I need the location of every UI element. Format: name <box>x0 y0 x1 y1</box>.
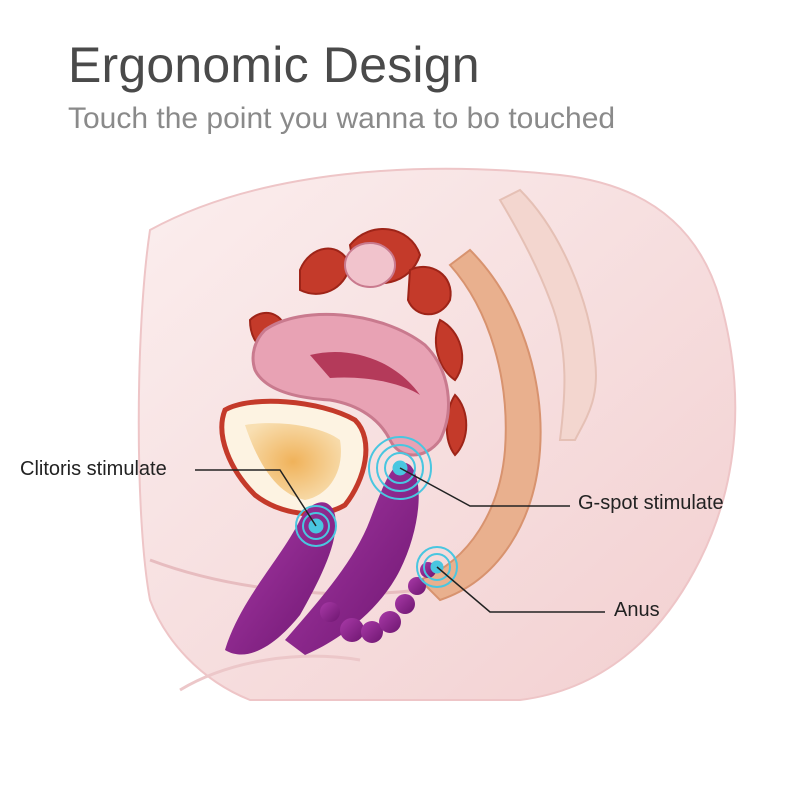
gspot-leader-line <box>399 467 570 507</box>
rectum-shape <box>418 248 542 602</box>
anus-callout-label: Anus <box>614 599 660 621</box>
clitoris-leader-line <box>195 469 317 527</box>
page-subtitle: Touch the point you wanna to bo touched <box>68 102 616 135</box>
pulse-ring-gspot <box>368 436 432 500</box>
anal-beads <box>320 562 436 643</box>
device-illustration <box>225 462 436 655</box>
clitoris-callout-label: Clitoris stimulate <box>20 458 167 480</box>
page-title: Ergonomic Design <box>68 37 480 93</box>
spine-shape <box>498 188 597 441</box>
leader-lines <box>195 467 605 613</box>
bladder-shape <box>219 398 369 517</box>
uterus-shape <box>251 242 450 457</box>
gspot-callout-label: G-spot stimulate <box>578 492 724 514</box>
anus-leader-line <box>436 566 605 613</box>
